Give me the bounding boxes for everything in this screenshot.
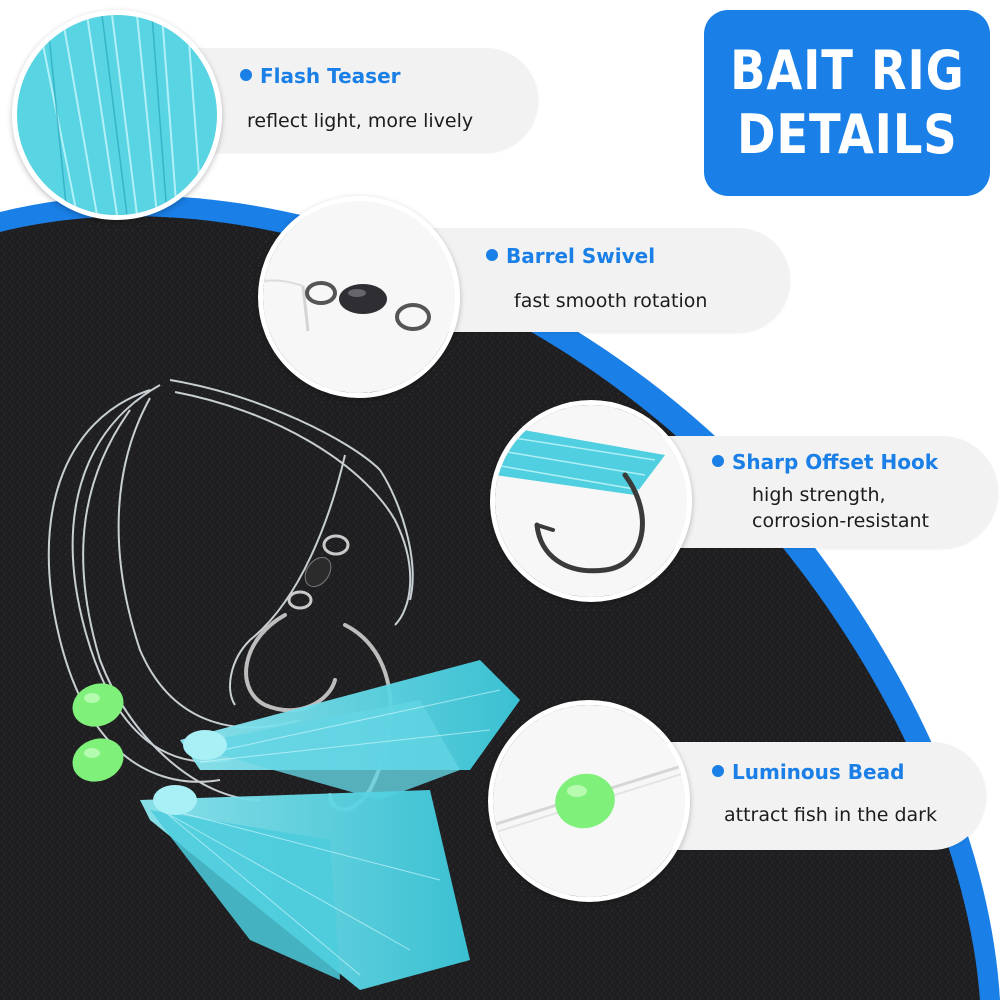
offset-hook-photo — [490, 400, 692, 602]
bullet-dot-icon — [240, 69, 252, 81]
bullet-dot-icon — [712, 455, 724, 467]
title-line-1: BAIT RIG — [729, 39, 965, 102]
feature-desc-luminous-bead: attract fish in the dark — [724, 804, 937, 826]
feature-desc-barrel-swivel: fast smooth rotation — [514, 290, 708, 312]
feature-title-barrel-swivel: Barrel Swivel — [486, 244, 655, 268]
feature-desc-offset-hook-line-2: corrosion-resistant — [752, 510, 930, 532]
title-line-2: DETAILS — [736, 103, 958, 166]
luminous-bead-photo — [488, 700, 690, 902]
rig-beads — [72, 683, 124, 782]
title-box: BAIT RIG DETAILS — [704, 10, 990, 196]
barrel-swivel-photo — [258, 196, 460, 398]
feature-desc-flash-teaser: reflect light, more lively — [247, 110, 474, 132]
bullet-dot-icon — [486, 249, 498, 261]
rig-swivel — [287, 534, 350, 610]
feature-title-flash-teaser: Flash Teaser — [240, 64, 401, 88]
rig-teasers — [140, 660, 520, 990]
leader-lines — [47, 379, 414, 801]
feature-title-offset-hook: Sharp Offset Hook — [712, 450, 938, 474]
feature-desc-offset-hook-line-1: high strength, — [752, 484, 886, 506]
feature-title-luminous-bead: Luminous Bead — [712, 760, 904, 784]
bullet-dot-icon — [712, 765, 724, 777]
flash-teaser-photo — [12, 10, 222, 220]
